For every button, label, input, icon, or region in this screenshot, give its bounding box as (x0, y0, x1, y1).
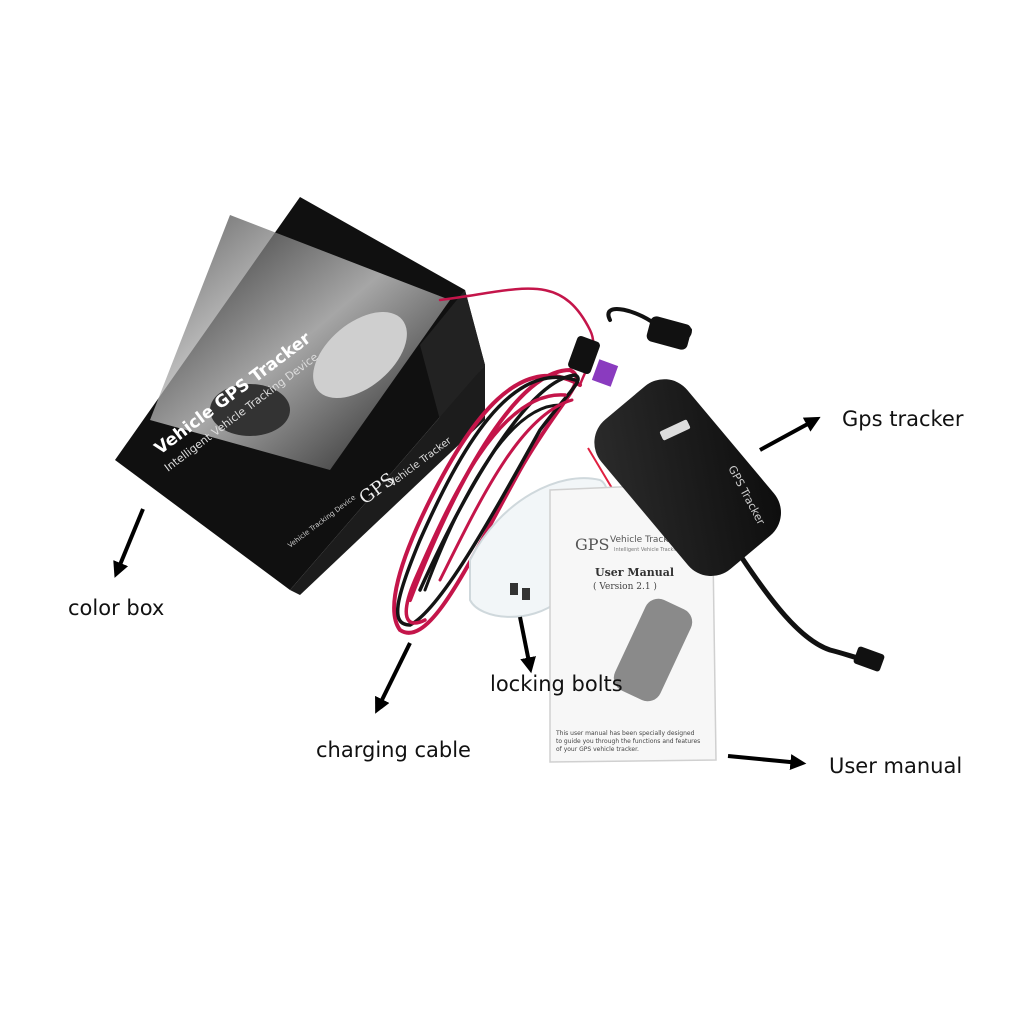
label-charging-cable: charging cable (316, 738, 471, 762)
tracker-indicator-lights (659, 419, 691, 441)
bolt (510, 583, 518, 595)
manual-logo: GPS (575, 535, 610, 554)
arrow-gps-tracker (759, 416, 821, 452)
label-gps-tracker: Gps tracker (842, 407, 964, 431)
bolt (522, 588, 530, 600)
label-user-manual: User manual (829, 754, 963, 778)
manual-logo-sub: Intelligent Vehicle Tracking Device (614, 547, 700, 553)
manual-version: ( Version 2.1 ) (593, 581, 657, 592)
charging-cable (392, 287, 692, 635)
arrow-user-manual (727, 754, 807, 771)
manual-footer-1: This user manual has been specially desi… (555, 730, 695, 737)
arrow-charging-cable (375, 642, 412, 714)
arrow-locking-bolts (518, 616, 536, 674)
manual-device-image (613, 598, 693, 702)
tracker-body (594, 379, 781, 577)
manual-title: User Manual (595, 566, 674, 579)
fuse (591, 359, 619, 387)
annotation-arrows (113, 416, 821, 771)
label-locking-bolts: locking bolts (490, 672, 623, 696)
label-color-box: color box (68, 596, 165, 620)
manual-logo-title: Vehicle Tracker (610, 535, 678, 545)
gps-tracker: GPS Tracker (594, 379, 885, 672)
color-box: Vehicle GPS Tracker Intelligent Vehicle … (115, 197, 485, 595)
car-image (313, 311, 407, 399)
manual-footer-3: of your GPS vehicle tracker. (556, 746, 639, 753)
manual-footer-2: to guide you through the functions and f… (556, 738, 700, 745)
fuse-holder (568, 336, 600, 374)
horse-image (210, 384, 290, 436)
arrow-color-box (113, 508, 145, 578)
tracker-connector (853, 646, 885, 672)
